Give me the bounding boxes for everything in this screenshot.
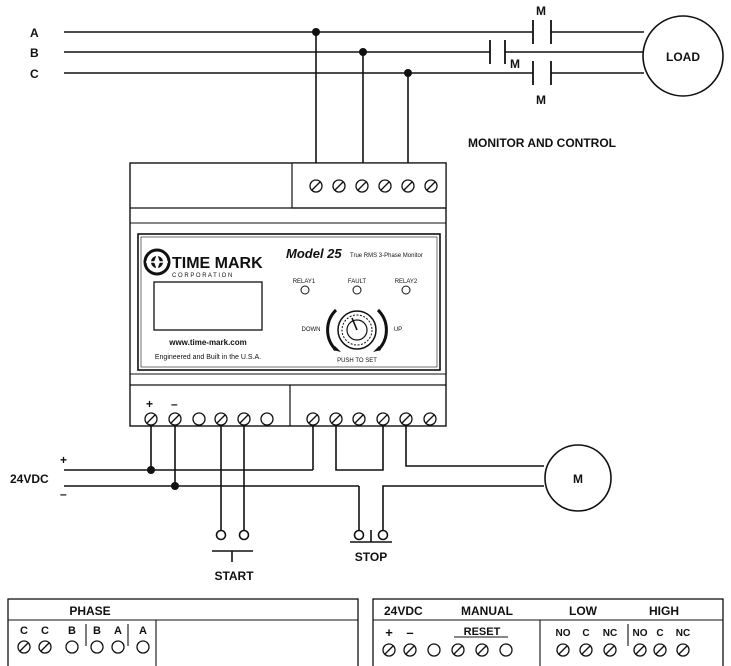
supply-junctions xyxy=(147,466,179,490)
stop-pushbutton[interactable] xyxy=(350,529,392,543)
website: www.time-mark.com xyxy=(168,338,247,347)
high-nc-label: NC xyxy=(676,628,690,639)
time-mark-logo xyxy=(143,248,171,276)
phase-terminal-label: B xyxy=(93,625,101,637)
low-nc-label: NC xyxy=(603,628,617,639)
control-wiring xyxy=(64,426,544,530)
brand-corporation: C O R P O R A T I O N xyxy=(172,273,232,279)
phase-lines xyxy=(64,31,644,173)
model-subtitle: True RMS 3-Phase Monitor xyxy=(350,253,423,259)
model-number: Model 25 xyxy=(286,246,342,261)
stop-label: STOP xyxy=(355,550,387,564)
fault-led xyxy=(352,285,362,295)
adjust-knob[interactable] xyxy=(326,308,388,352)
motor-circle xyxy=(544,444,612,512)
load-circle xyxy=(642,15,724,97)
phase-terminal-label: C xyxy=(41,625,49,637)
line-c-label: C xyxy=(30,67,39,81)
relay1-led xyxy=(300,285,310,295)
high-label: HIGH xyxy=(649,604,679,618)
phase-title: PHASE xyxy=(69,604,110,618)
low-label: LOW xyxy=(569,604,598,618)
supply-minus: – xyxy=(60,487,67,501)
push-to-set-label: PUSH TO SET xyxy=(337,358,377,364)
contactor-label-bottom: M xyxy=(536,93,546,107)
high-c-label: C xyxy=(656,628,663,639)
control-supply-label: 24VDC xyxy=(384,604,423,618)
control-minus: – xyxy=(406,625,413,640)
up-label: UP xyxy=(394,327,402,333)
contactor-label-mid: M xyxy=(510,57,520,71)
made-in-usa: Engineered and Built in the U.S.A. xyxy=(155,354,261,361)
phase-terminal-label: C xyxy=(20,625,28,637)
reset-label: RESET xyxy=(464,626,501,638)
terminal-minus-label: – xyxy=(171,397,178,411)
phase-terminal-label: A xyxy=(114,625,122,637)
terminal-plus-label: + xyxy=(146,397,153,411)
phase-terminal-label: A xyxy=(139,625,147,637)
phase-terminal-box xyxy=(7,598,359,666)
start-label: START xyxy=(214,569,254,583)
load-label: LOAD xyxy=(666,50,700,64)
low-c-label: C xyxy=(582,628,589,639)
line-b-label: B xyxy=(30,46,39,60)
control-plus: + xyxy=(385,625,393,640)
junction-dots xyxy=(312,28,412,77)
lcd-display xyxy=(153,281,263,331)
phase-terminal-label: B xyxy=(68,625,76,637)
relay1-label: RELAY1 xyxy=(293,279,316,285)
monitor-caption: MONITOR AND CONTROL xyxy=(468,136,616,150)
high-no-label: NO xyxy=(633,628,648,639)
contactor-label-top: M xyxy=(536,4,546,18)
start-pushbutton[interactable] xyxy=(212,529,253,563)
down-label: DOWN xyxy=(302,327,321,333)
fault-label: FAULT xyxy=(348,279,367,285)
contactor-contacts xyxy=(489,20,552,85)
brand-name: TIME MARK xyxy=(172,255,263,272)
relay2-label: RELAY2 xyxy=(395,279,418,285)
motor-label: M xyxy=(573,472,583,486)
manual-label: MANUAL xyxy=(461,604,513,618)
low-no-label: NO xyxy=(556,628,571,639)
supply-voltage: 24VDC xyxy=(10,472,49,486)
supply-plus: + xyxy=(60,453,67,467)
line-a-label: A xyxy=(30,26,39,40)
relay2-led xyxy=(401,285,411,295)
